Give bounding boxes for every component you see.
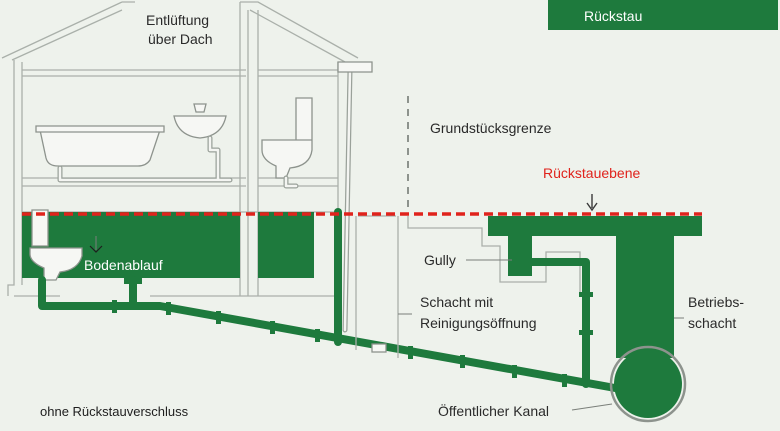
pipe-coupler — [579, 292, 593, 297]
bathtub — [39, 129, 161, 167]
pipe-coupler — [216, 311, 221, 324]
pipe-couplers — [112, 300, 567, 387]
basement-backflow — [22, 209, 314, 281]
rain-downpipe-inner — [343, 68, 352, 332]
public-sewer-pipe — [614, 350, 682, 418]
caption: ohne Rückstauverschluss — [40, 404, 189, 419]
backflow-level-label: Rückstauebene — [543, 165, 641, 181]
pipe-coupler — [579, 330, 593, 335]
service-shaft-label-line1: Betriebs- — [688, 294, 744, 310]
inspection-shaft — [355, 215, 399, 358]
chimney-vent-shaft — [239, 2, 259, 296]
pipe-coupler — [562, 374, 567, 387]
basement-flood-right — [258, 212, 314, 278]
pipe-coupler — [112, 300, 117, 313]
public-sewer-leader — [571, 403, 613, 411]
pipe-coupler — [460, 355, 465, 368]
pipe-coupler — [166, 302, 171, 315]
toilet — [261, 97, 313, 179]
gully-label: Gully — [424, 252, 456, 268]
main-sewer-pipe — [38, 276, 619, 392]
gully-pipe — [528, 258, 590, 388]
legend-label: Rückstau — [584, 8, 642, 24]
pipe-coupler — [408, 346, 413, 359]
shaft-label-line2: Reinigungsöffnung — [420, 315, 537, 331]
washbasin — [173, 115, 227, 139]
pipe-coupler — [270, 321, 275, 334]
pipe-coupler — [512, 365, 517, 378]
street-surface — [488, 216, 702, 236]
service-shaft — [616, 236, 674, 358]
basement-toilet — [29, 209, 83, 281]
floor-drain-grate — [124, 278, 142, 284]
street-outline — [407, 216, 581, 296]
upper-floor-fixtures — [35, 97, 313, 189]
vent-label-line2: über Dach — [148, 31, 213, 47]
backflow-level-arrow — [586, 194, 598, 212]
roof — [1, 1, 359, 63]
property-line-label: Grundstücksgrenze — [430, 120, 552, 136]
shaft-label-line1: Schacht mit — [420, 294, 493, 310]
street-section — [407, 216, 702, 423]
floor-drain-arrow — [89, 245, 103, 253]
upper-drain-pipes-inner — [58, 136, 298, 188]
cleaning-opening — [371, 343, 387, 353]
gully-basin — [508, 236, 532, 276]
rain-gutter — [337, 61, 373, 73]
public-sewer-rim — [609, 345, 687, 423]
floor-drain-label: Bodenablauf — [84, 257, 163, 273]
pipe-coupler — [315, 329, 320, 342]
service-shaft-label-line2: schacht — [688, 315, 736, 331]
public-sewer-label: Öffentlicher Kanal — [438, 402, 549, 419]
washbasin-tap — [193, 103, 207, 113]
legend-swatch — [548, 0, 778, 30]
vent-label-line1: Entlüftung — [146, 12, 209, 28]
bathtub-rim — [35, 125, 165, 133]
